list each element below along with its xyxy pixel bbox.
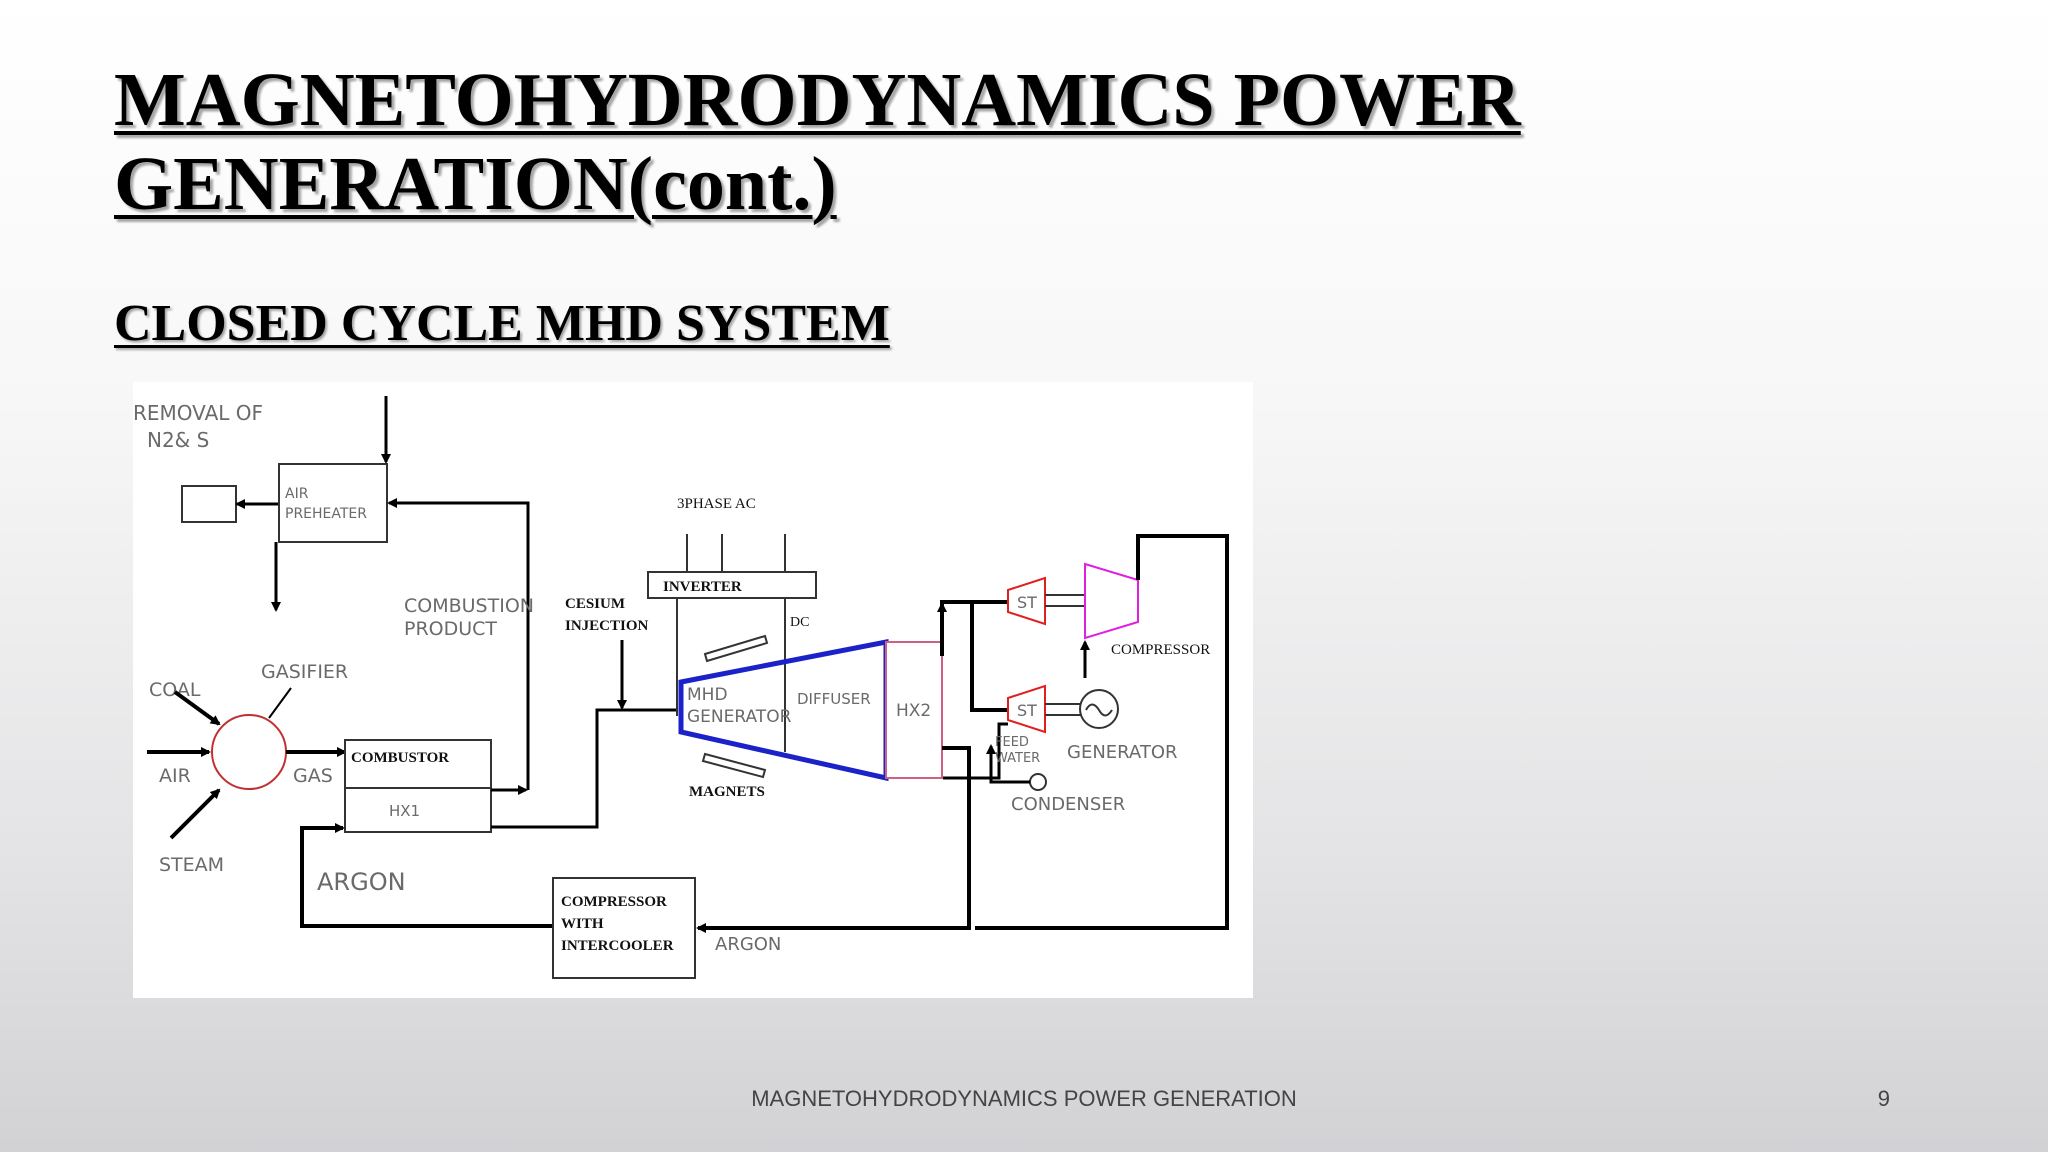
- air-preheater-box: [278, 463, 388, 543]
- mhd-label-2: GENERATOR: [687, 707, 792, 727]
- removal-label-2: N2& S: [147, 428, 209, 452]
- arrow-steam: [169, 788, 221, 840]
- inverter-label: INVERTER: [663, 579, 742, 595]
- magnet-top: [703, 634, 769, 663]
- air-preheater-label-1: AIR: [285, 486, 309, 502]
- gasifier-pointer: [268, 687, 292, 719]
- slide-title: MAGNETOHYDRODYNAMICS POWER GENERATION(co…: [114, 58, 1521, 226]
- compressor-right: [1084, 562, 1139, 640]
- cesium-label-1: CESIUM: [565, 596, 625, 612]
- air-preheater-label-2: PREHEATER: [285, 506, 367, 522]
- closed-cycle-mhd-diagram: REMOVAL OF N2& S AIR PREHEATER COMBUSTIO…: [133, 382, 1253, 998]
- argon-left-label: ARGON: [317, 868, 406, 896]
- line-hx1-to-mhd: [491, 708, 677, 829]
- slide-footer: MAGNETOHYDRODYNAMICS POWER GENERATION: [751, 1086, 1297, 1111]
- magnet-bottom: [701, 752, 767, 779]
- dc-label: DC: [790, 615, 809, 630]
- hx1-box: [344, 787, 492, 833]
- comp-ic-label-1: COMPRESSOR: [561, 894, 667, 910]
- feed-label-1: FEED: [995, 735, 1029, 750]
- compressor-intercooler-box: [552, 877, 696, 979]
- generator-label: GENERATOR: [1067, 742, 1178, 763]
- hx2-box: [885, 641, 943, 779]
- three-phase-label: 3PHASE AC: [677, 496, 756, 512]
- combustion-label-2: PRODUCT: [404, 618, 497, 640]
- combustor-label: COMBUSTOR: [351, 750, 449, 766]
- diffuser-label: DIFFUSER: [797, 690, 871, 708]
- compressor-outlet-line: [975, 534, 1229, 930]
- gasifier-circle: [211, 714, 287, 790]
- st-bottom-label: ST: [1017, 701, 1037, 720]
- generator-symbol-icon: [1085, 703, 1113, 717]
- coal-label: COAL: [149, 679, 201, 701]
- condenser-label: CONDENSER: [1011, 794, 1125, 815]
- combustion-product-line: [387, 498, 530, 790]
- comp-ic-label-2: WITH: [561, 916, 604, 932]
- gas-label: GAS: [293, 765, 333, 787]
- arrow-coal: [173, 690, 221, 726]
- argon-return-line: [300, 823, 553, 928]
- argon-bottom-label: ARGON: [715, 934, 781, 955]
- steam-label: STEAM: [159, 854, 224, 876]
- inverter-box: [647, 571, 817, 599]
- gasifier-label: GASIFIER: [261, 661, 348, 683]
- removal-label-1: REMOVAL OF: [133, 401, 263, 425]
- mhd-label-1: MHD: [687, 685, 728, 705]
- steam-turbine-top: [1007, 576, 1046, 626]
- removal-box: [181, 485, 237, 523]
- compressor-right-label: COMPRESSOR: [1111, 642, 1210, 658]
- slide-subtitle: CLOSED CYCLE MHD SYSTEM: [114, 295, 890, 352]
- combustion-label-1: COMBUSTION: [404, 595, 534, 617]
- line-condenser-return: [986, 744, 1030, 784]
- st-top-label: ST: [1017, 593, 1037, 612]
- air-label: AIR: [159, 765, 191, 787]
- line-hx2-to-st-top: [940, 600, 1008, 656]
- condenser-pump: [1029, 773, 1047, 791]
- magnets-label: MAGNETS: [689, 784, 765, 800]
- hx1-label: HX1: [389, 802, 420, 820]
- comp-ic-label-3: INTERCOOLER: [561, 938, 674, 954]
- line-to-st-bottom: [970, 602, 1008, 712]
- line-hx2-return: [703, 746, 971, 930]
- hx2-label: HX2: [896, 701, 931, 721]
- feed-label-2: WATER: [995, 751, 1040, 766]
- page-number: 9: [1877, 1086, 1890, 1111]
- cesium-label-2: INJECTION: [565, 618, 649, 634]
- steam-turbine-bottom: [1007, 684, 1046, 734]
